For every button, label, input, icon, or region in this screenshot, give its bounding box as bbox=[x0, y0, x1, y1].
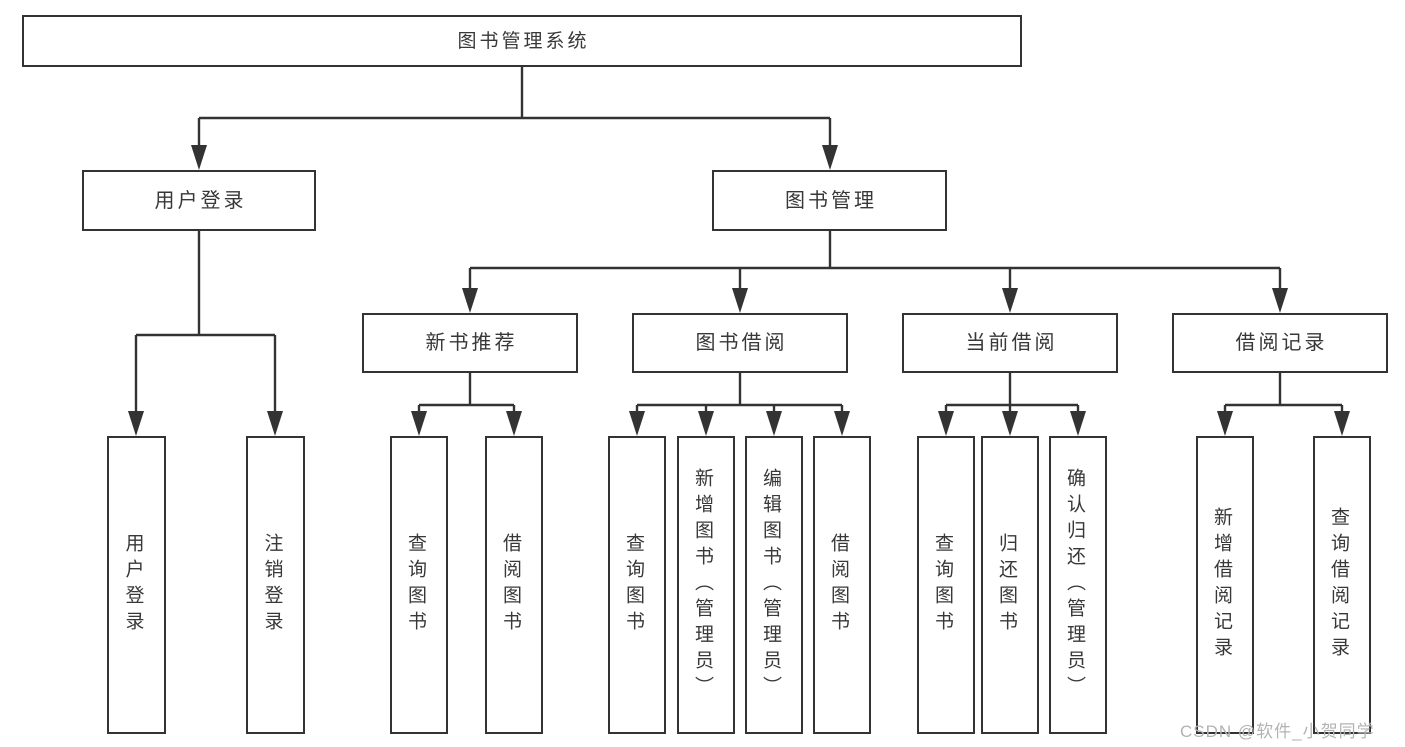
connector-user-login-to-leaves bbox=[128, 231, 283, 436]
node-logout: 注销登录 bbox=[246, 436, 305, 734]
node-add-borrow-record: 新增借阅记录 bbox=[1196, 436, 1254, 734]
node-query-books-recommend: 查询图书 bbox=[390, 436, 448, 734]
node-user-login: 用户登录 bbox=[107, 436, 166, 734]
node-query-books-borrowing: 查询图书 bbox=[608, 436, 666, 734]
node-borrow-books-recommend: 借阅图书 bbox=[485, 436, 543, 734]
watermark: CSDN @软件_小贺同学 bbox=[1180, 722, 1375, 741]
node-book-borrowing: 图书借阅 bbox=[632, 313, 848, 373]
node-return-books: 归还图书 bbox=[981, 436, 1039, 734]
connector-new-book-recommend-to-leaves bbox=[411, 373, 522, 436]
node-confirm-return-admin: 确认归还（管理员） bbox=[1049, 436, 1107, 734]
node-edit-books-admin: 编辑图书（管理员） bbox=[745, 436, 803, 734]
node-borrow-books-borrowing: 借阅图书 bbox=[813, 436, 871, 734]
node-borrowing-records: 借阅记录 bbox=[1172, 313, 1388, 373]
node-book-management: 图书管理 bbox=[712, 170, 947, 231]
connector-book-borrowing-to-leaves bbox=[629, 373, 850, 436]
node-query-books-current: 查询图书 bbox=[917, 436, 975, 734]
connector-borrowing-records-to-leaves bbox=[1217, 373, 1350, 436]
connector-root-to-level2 bbox=[191, 67, 838, 170]
node-current-borrowing: 当前借阅 bbox=[902, 313, 1118, 373]
node-library-management-system: 图书管理系统 bbox=[22, 15, 1022, 67]
connector-current-borrowing-to-leaves bbox=[938, 373, 1086, 436]
node-new-book-recommend: 新书推荐 bbox=[362, 313, 578, 373]
node-query-borrow-record: 查询借阅记录 bbox=[1313, 436, 1371, 734]
node-user-login-group: 用户登录 bbox=[82, 170, 316, 231]
connector-book-management-to-level3 bbox=[462, 231, 1288, 313]
node-add-books-admin: 新增图书（管理员） bbox=[677, 436, 735, 734]
